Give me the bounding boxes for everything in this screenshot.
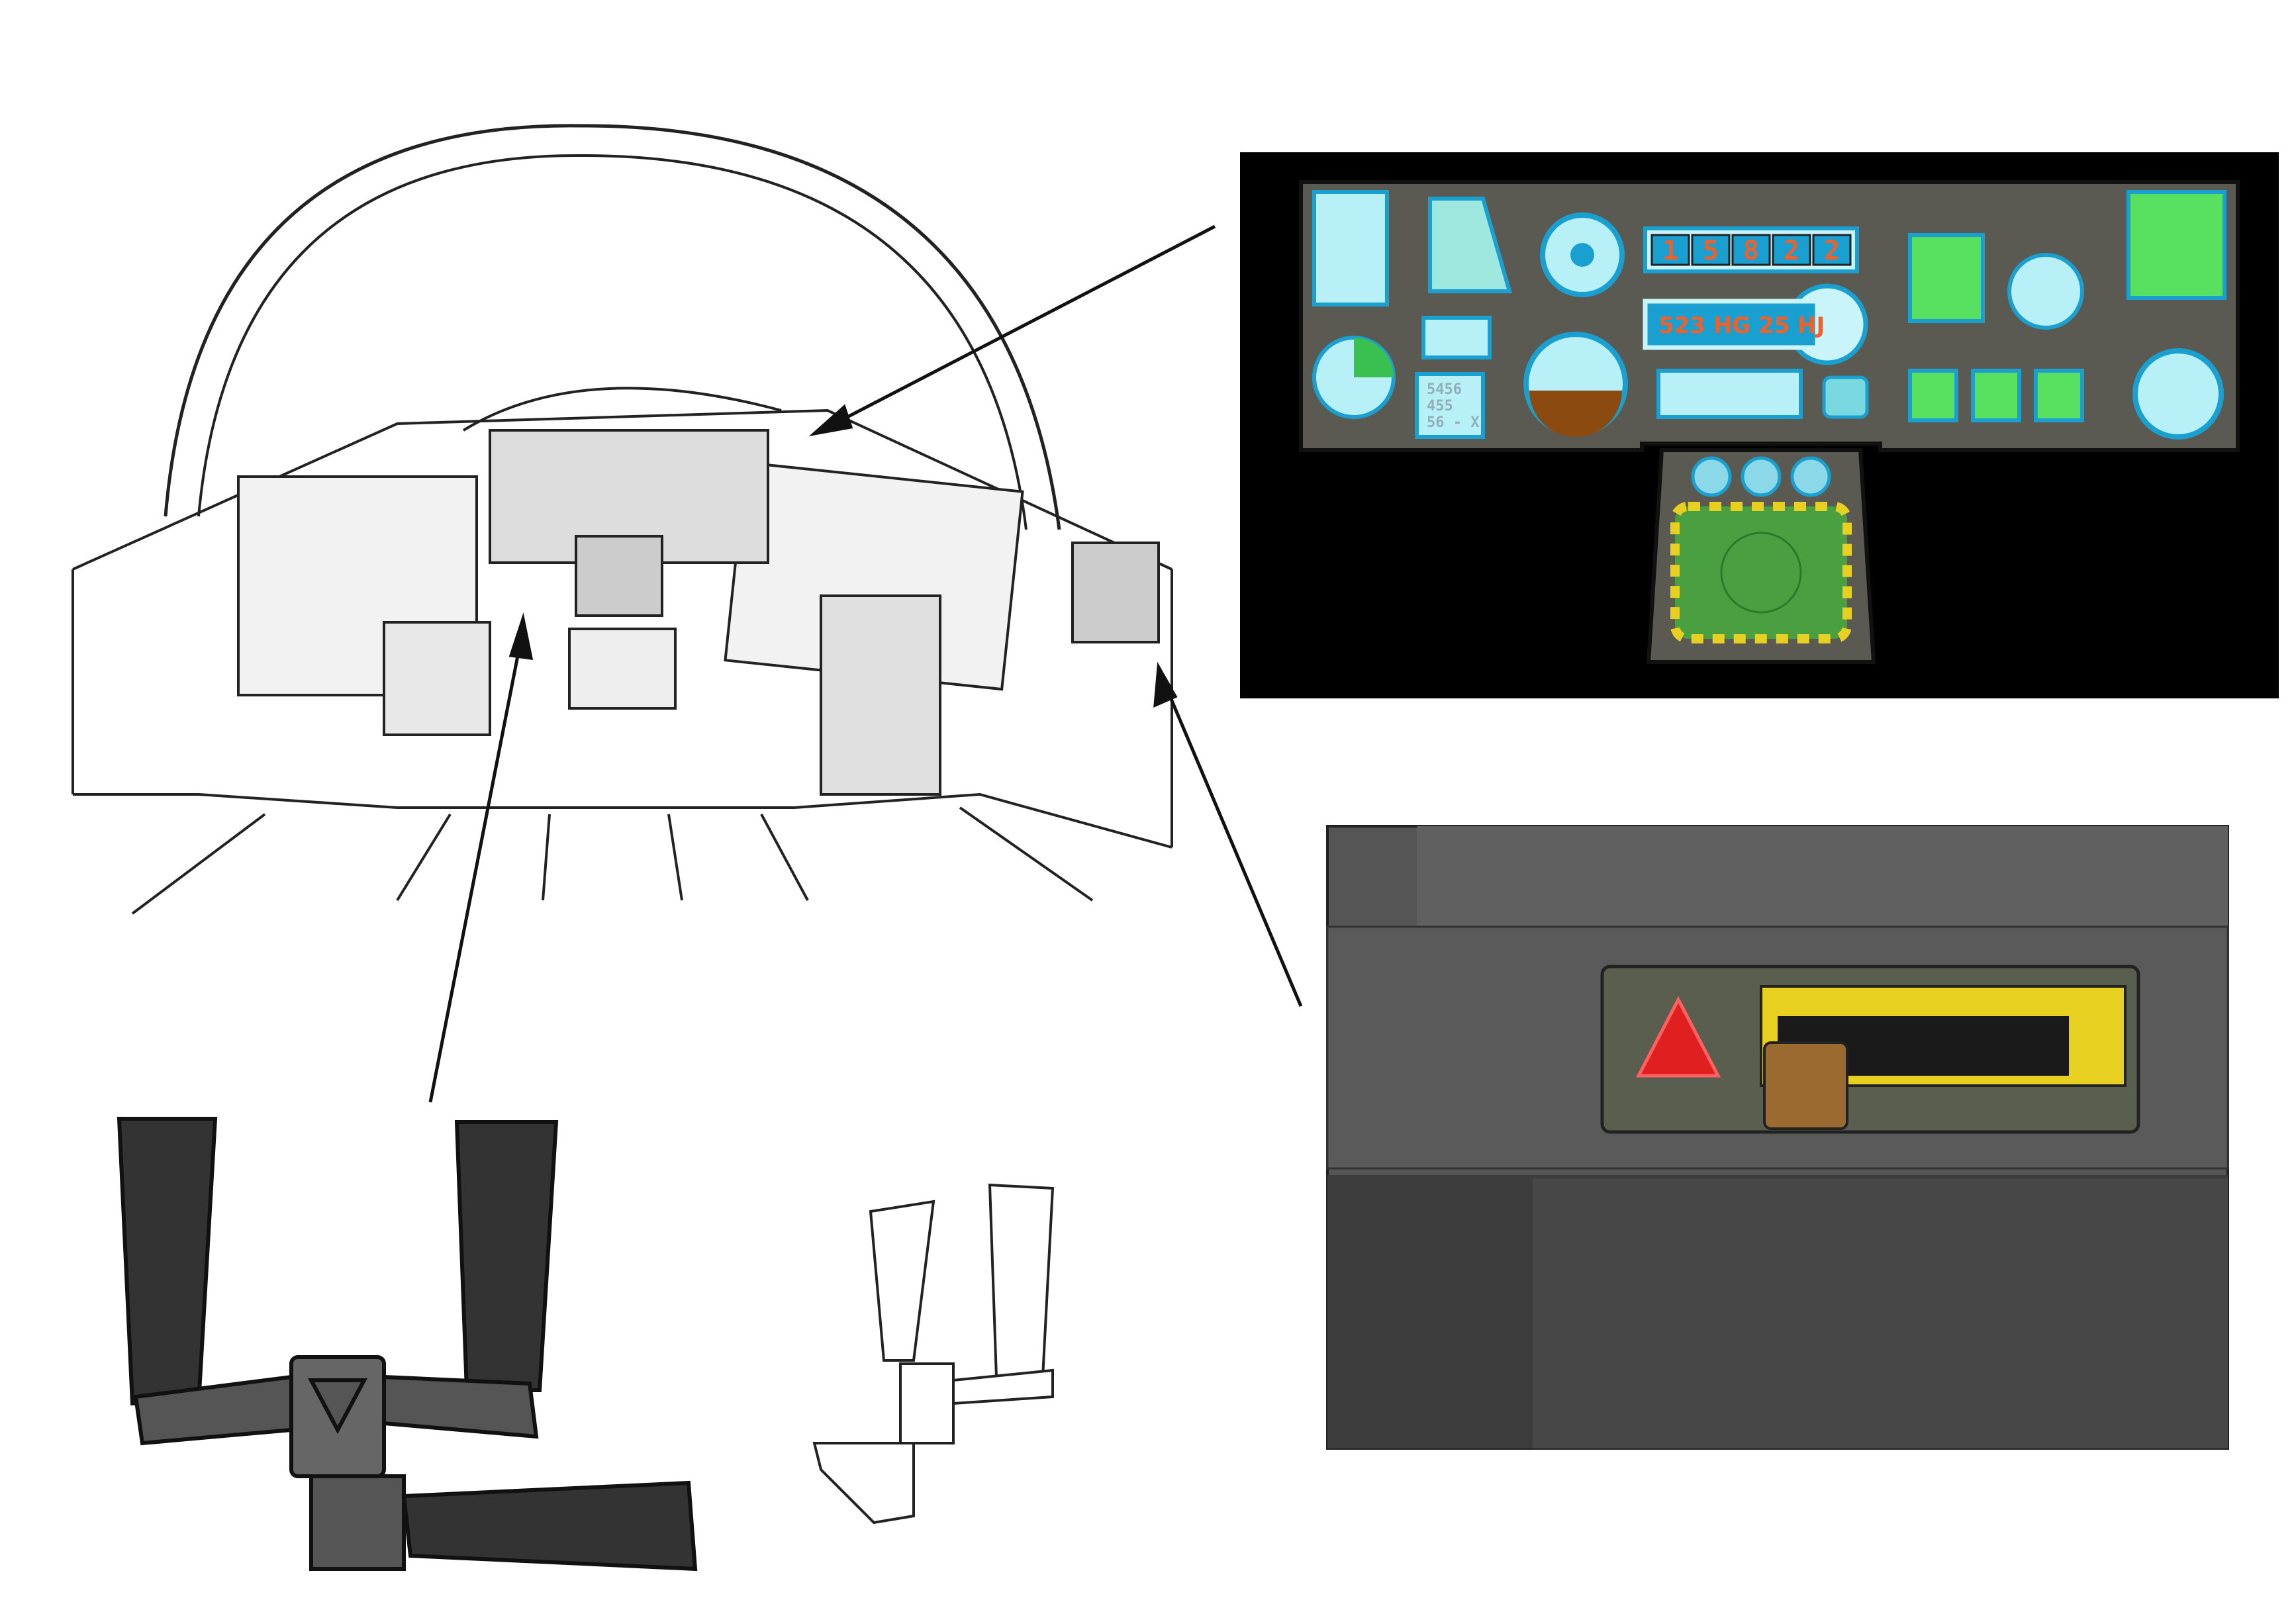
callout-arrows: [428, 224, 1303, 1103]
arrow-to-dashboard: [823, 224, 1216, 431]
code-display: 523 HG 25 HJ: [1643, 283, 1868, 365]
counter-digit: 5: [1703, 236, 1719, 266]
code-display-text: 523 HG 25 HJ: [1658, 312, 1825, 339]
yoke-rendered: [117, 1117, 698, 1572]
counter-cell: [1812, 234, 1852, 266]
radar-screen: [1646, 448, 1876, 664]
counter-digit: 2: [1824, 236, 1840, 266]
counter-digit: 1: [1662, 236, 1678, 266]
attitude-indicator: [1523, 332, 1628, 437]
arrow-to-yoke: [428, 635, 524, 1103]
hatch-control-panel: [1326, 825, 2229, 1450]
arrow-to-hatch-panel: [1162, 681, 1303, 1007]
counter-digit: 8: [1743, 236, 1759, 266]
counter-cell: [1650, 234, 1690, 266]
counter-cell: [1731, 234, 1771, 266]
readout-line: 455: [1427, 398, 1453, 414]
counter-cell: [1772, 234, 1811, 266]
readout-screen: 5456 455 56 - X: [1415, 372, 1485, 439]
warning-triangle-icon: [1635, 996, 1721, 1078]
yoke-sketch: [812, 1183, 1055, 1525]
readout-line: 5456: [1427, 381, 1462, 398]
counter-cell: [1691, 234, 1731, 266]
readout-line: 56 - X: [1427, 414, 1479, 431]
cockpit-sketch: [72, 124, 1173, 915]
counter-digit: 2: [1784, 236, 1799, 266]
hatch-lever[interactable]: [1763, 1041, 1848, 1130]
